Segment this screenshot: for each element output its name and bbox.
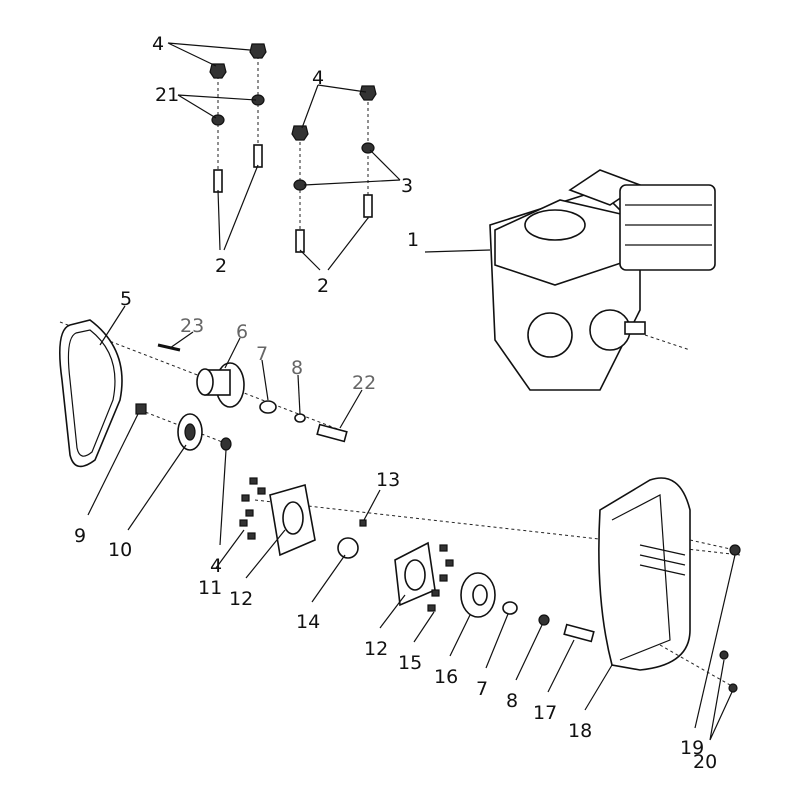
callout-17: 17: [533, 702, 557, 724]
callout-18: 18: [568, 720, 592, 742]
pulley-assembly-upper: [157, 343, 348, 443]
clutch-assembly: [239, 477, 741, 643]
callout-13: 13: [376, 469, 400, 491]
callout-1: 1: [407, 229, 419, 251]
callout-20: 20: [693, 751, 717, 773]
callout-19: 19: [680, 737, 704, 759]
fastener-stack-right: [291, 85, 377, 253]
callout-2: 2: [317, 275, 329, 297]
leader-lines: [87, 42, 736, 741]
callout-15: 15: [398, 652, 422, 674]
callout-6: 6: [236, 321, 248, 343]
fastener-stack-left: [209, 43, 267, 193]
callout-8: 8: [291, 357, 303, 379]
callout-9: 9: [74, 525, 86, 547]
callout-10: 10: [108, 539, 132, 561]
callout-labels: 4 21 2 4 3 2 1 5 23 6 7 8 22 9 10 4 13 1…: [74, 33, 717, 773]
callout-2: 2: [215, 255, 227, 277]
callout-21: 21: [155, 84, 179, 106]
callout-12: 12: [364, 638, 388, 660]
callout-14: 14: [296, 611, 320, 633]
callout-7: 7: [476, 678, 488, 700]
callout-5: 5: [120, 288, 132, 310]
callout-4: 4: [152, 33, 164, 55]
callout-7: 7: [256, 343, 268, 365]
idler-assembly: [135, 403, 232, 451]
callout-4: 4: [210, 555, 222, 577]
belt-guard-cover: [598, 477, 741, 693]
callout-3: 3: [401, 175, 413, 197]
callout-23: 23: [180, 315, 204, 337]
callout-12: 12: [229, 588, 253, 610]
callout-4: 4: [312, 67, 324, 89]
callout-11: 11: [198, 577, 222, 599]
callout-8: 8: [506, 690, 518, 712]
callout-22: 22: [352, 372, 376, 394]
callout-16: 16: [434, 666, 458, 688]
engine: [489, 169, 716, 391]
